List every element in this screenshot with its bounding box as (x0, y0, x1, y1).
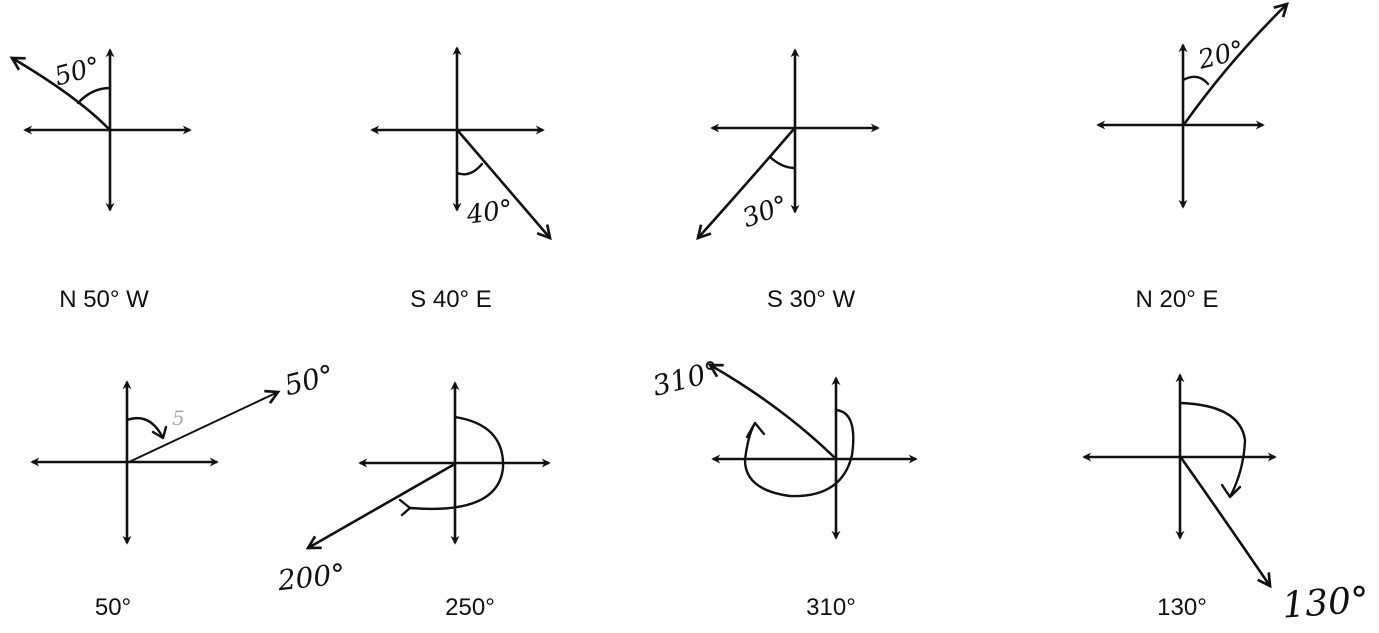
angle-label-faint: 5 (172, 406, 185, 430)
angle-label: 310° (649, 354, 722, 402)
caption-bearing-130: 130° (1157, 594, 1207, 621)
diagram-s40e: 40° (370, 46, 550, 238)
axes (23, 48, 192, 212)
bearing-vector (1180, 457, 1270, 586)
angle-arc (1181, 75, 1210, 86)
caption-s30w: S 30° W (766, 286, 856, 313)
bearing-vector (457, 130, 550, 238)
axes (370, 46, 545, 212)
caption-n50w: N 50° W (59, 286, 149, 313)
caption-bearing-50: 50° (94, 594, 132, 621)
diagram-s30w: 30° (698, 48, 880, 238)
diagram-n20e: 20° (1096, 4, 1287, 209)
caption-bearing-310: 310° (806, 594, 856, 621)
bearing-vector (12, 58, 110, 130)
caption-bearing-250: 250° (445, 594, 495, 621)
axes (358, 381, 551, 545)
angle-arc (76, 86, 112, 105)
axes (710, 48, 880, 214)
axes (711, 376, 918, 540)
caption-n20e: N 20° E (1135, 286, 1219, 313)
angle-arc (768, 155, 797, 170)
angle-arc (398, 415, 505, 517)
angle-arc (455, 162, 484, 176)
diagram-bearing-310: 310° (649, 354, 918, 540)
angle-arc (125, 416, 168, 440)
angle-label: 50° (281, 358, 337, 402)
diagram-bearing-50: 5 50° (30, 358, 337, 545)
angle-label: 40° (464, 195, 515, 231)
angle-label: 50° (51, 51, 103, 92)
angle-label: 20° (1194, 35, 1247, 76)
caption-s40e: S 40° E (410, 286, 492, 313)
angle-label: 130° (1281, 580, 1370, 627)
angle-label: 200° (275, 557, 347, 597)
axes (30, 380, 219, 545)
angle-arc (1178, 401, 1247, 499)
angle-label: 30° (739, 190, 793, 234)
bearing-vector (128, 392, 278, 463)
diagram-n50w: 50° (12, 48, 192, 212)
bearing-vector (710, 365, 836, 459)
diagram-bearing-130: 130° (1082, 373, 1370, 627)
axes (1082, 373, 1277, 540)
angle-arc (743, 408, 855, 498)
bearing-vector (698, 128, 795, 238)
axes (1096, 43, 1265, 209)
diagram-bearing-250: 200° (275, 381, 551, 597)
bearing-vector (1183, 4, 1287, 125)
bearing-vector (308, 463, 455, 548)
